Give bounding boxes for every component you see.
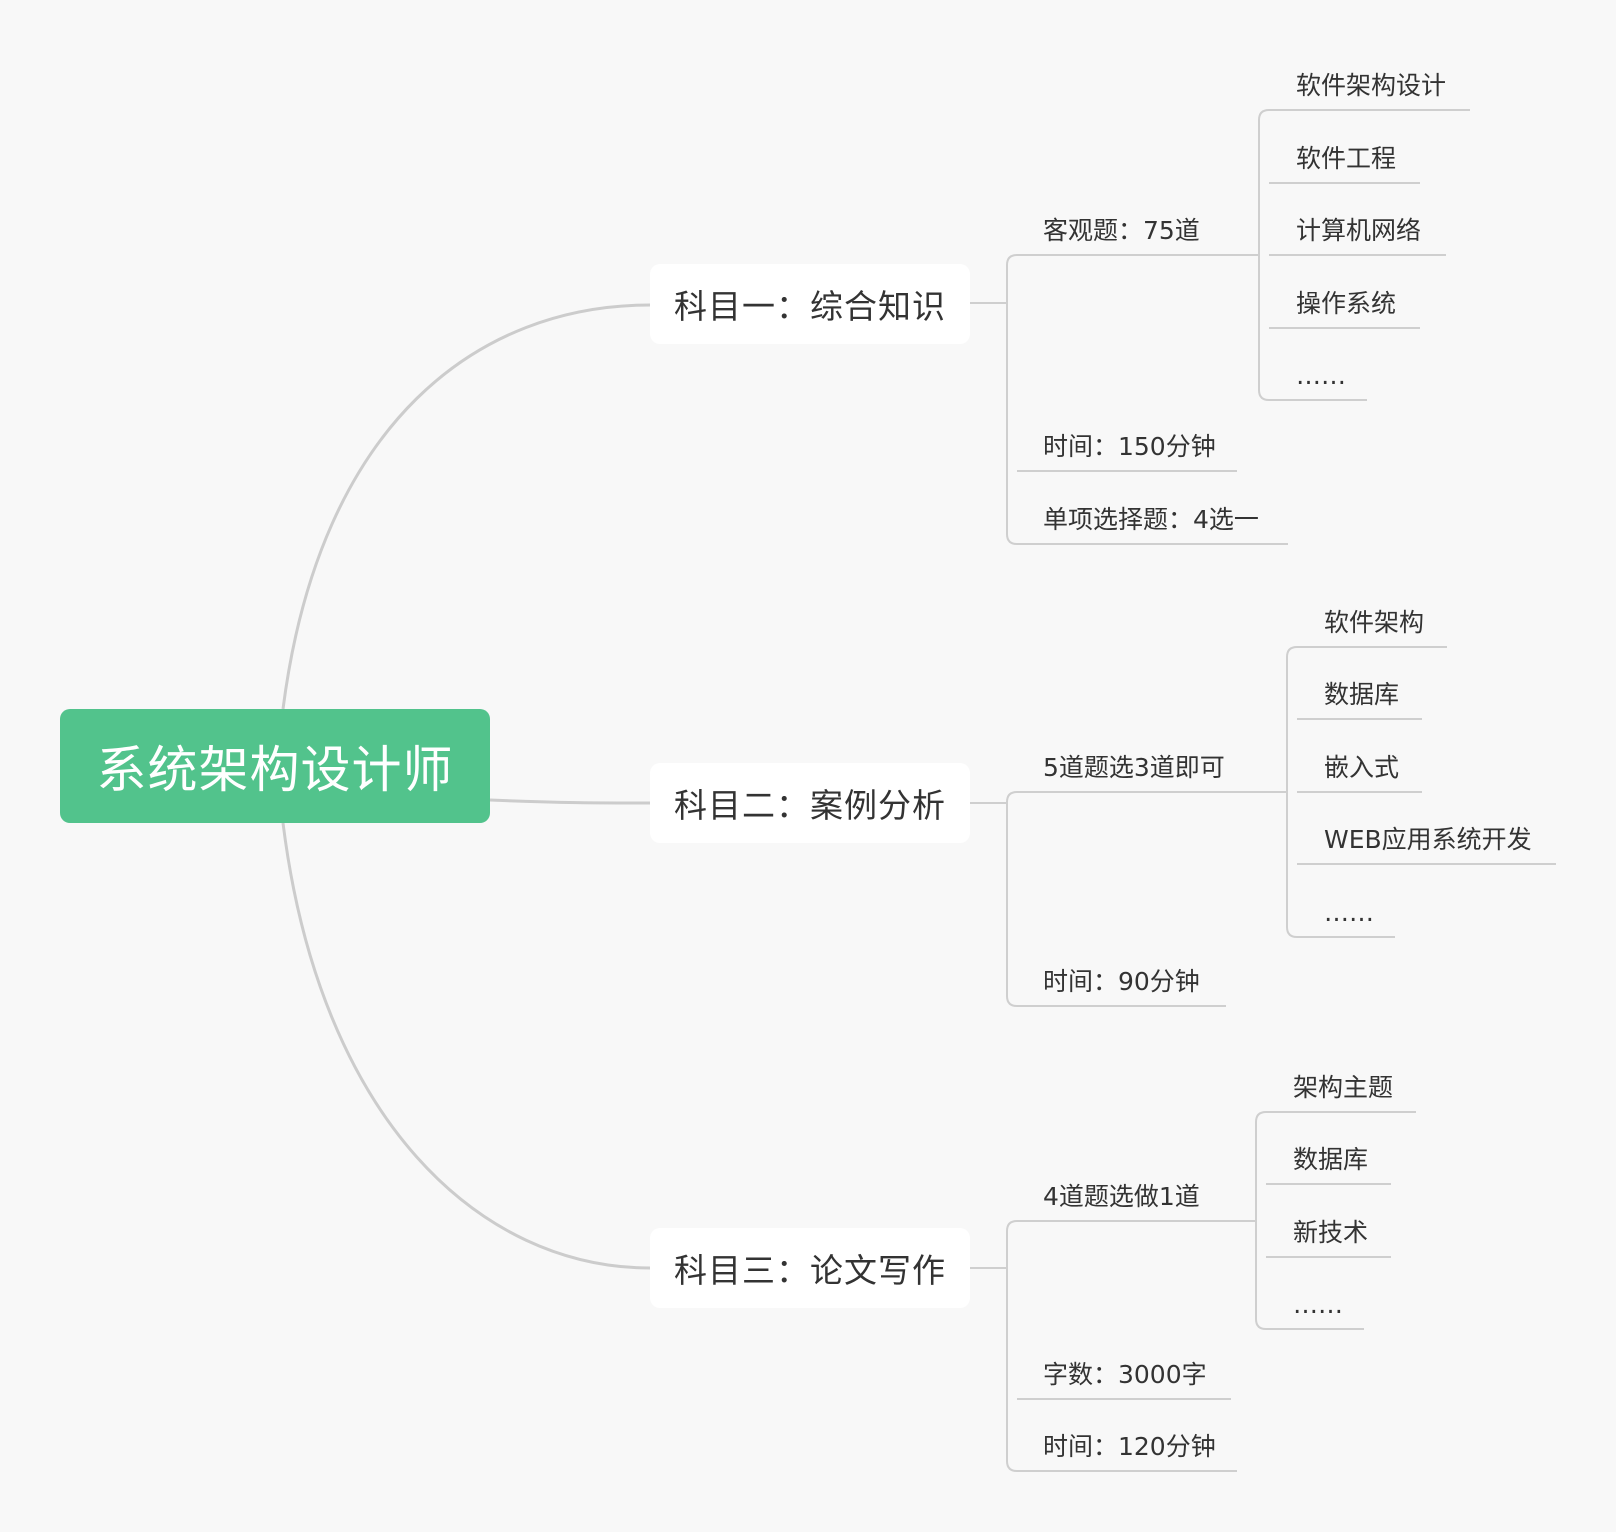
leaf-b1-5[interactable]: …… — [1296, 361, 1346, 390]
root-topic[interactable]: 系统架构设计师 — [60, 709, 490, 823]
leaf-b1-3[interactable]: 计算机网络 — [1296, 216, 1422, 245]
leaf-b3-4[interactable]: …… — [1293, 1290, 1343, 1319]
subtopic-b3-1[interactable]: 4道题选做1道 — [1043, 1182, 1200, 1211]
subtopic-b1-3[interactable]: 单项选择题：4选一 — [1043, 505, 1259, 534]
subtopic-b1-1[interactable]: 客观题：75道 — [1043, 216, 1200, 245]
leaf-b2-4[interactable]: WEB应用系统开发 — [1324, 825, 1532, 854]
leaf-b1-4[interactable]: 操作系统 — [1296, 289, 1397, 318]
leaf-b3-3[interactable]: 新技术 — [1293, 1218, 1369, 1247]
connector-root-b1 — [281, 303, 651, 710]
leaf-b2-1[interactable]: 软件架构 — [1324, 608, 1425, 637]
subtopic-b1-2[interactable]: 时间：150分钟 — [1043, 432, 1216, 461]
connector-b3-spine — [1006, 1220, 1018, 1472]
connector-b1-spine — [1006, 254, 1018, 545]
leaf-b3-2[interactable]: 数据库 — [1293, 1145, 1369, 1174]
leaf-b2-3[interactable]: 嵌入式 — [1324, 753, 1400, 782]
subtopic-b2-1[interactable]: 5道题选3道即可 — [1043, 753, 1225, 782]
branch-topic-2[interactable]: 科目二：案例分析 — [650, 763, 970, 843]
leaf-b2-5[interactable]: …… — [1324, 898, 1374, 927]
leaf-b1-2[interactable]: 软件工程 — [1296, 144, 1397, 173]
branch-topic-3[interactable]: 科目三：论文写作 — [650, 1228, 970, 1308]
leaf-b1-1[interactable]: 软件架构设计 — [1296, 71, 1447, 100]
leaf-b3-1[interactable]: 架构主题 — [1293, 1073, 1394, 1102]
subtopic-b3-3[interactable]: 时间：120分钟 — [1043, 1432, 1216, 1461]
leaf-b2-2[interactable]: 数据库 — [1324, 680, 1400, 709]
connector-root-b3 — [281, 822, 651, 1270]
connector-b2-c1-spine — [1286, 646, 1298, 938]
connector-b3-c1-spine — [1255, 1111, 1267, 1330]
branch-topic-1[interactable]: 科目一：综合知识 — [650, 264, 970, 344]
connector-b1-c1-spine — [1258, 109, 1270, 401]
connector-b2-spine — [1006, 791, 1018, 1007]
subtopic-b2-2[interactable]: 时间：90分钟 — [1043, 967, 1200, 996]
subtopic-b3-2[interactable]: 字数：3000字 — [1043, 1360, 1207, 1389]
connector-root-b2 — [489, 798, 651, 805]
